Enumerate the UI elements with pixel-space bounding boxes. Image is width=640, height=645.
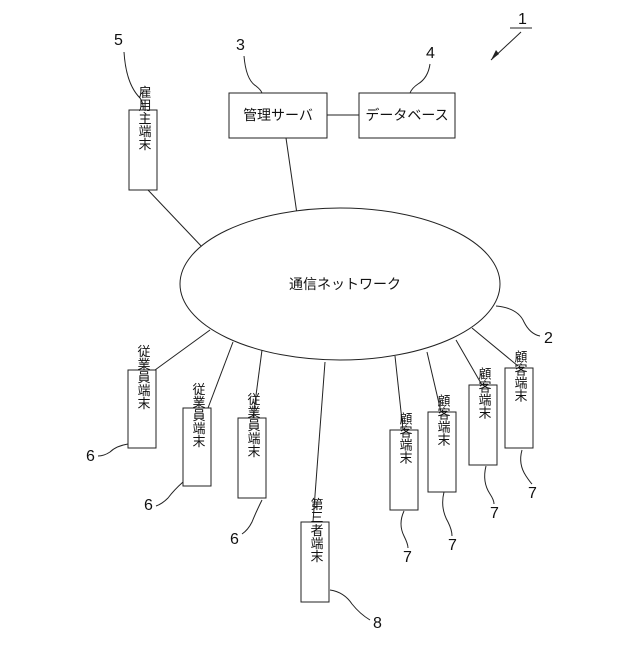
customer-terminal-1-label: 顧客端末: [397, 412, 413, 464]
employer-terminal-label: 雇用主端末: [136, 85, 152, 151]
terminal-customer-2: 顧客端末: [428, 394, 456, 492]
system-ref-arrow-head: [491, 50, 499, 60]
customer-terminal-3-label: 顧客端末: [476, 367, 492, 419]
ref-3: 3: [236, 37, 245, 54]
customer-terminal-4-label: 顧客端末: [512, 350, 528, 402]
employee-terminal-3-label: 従業員端末: [245, 393, 261, 458]
ref-7a: 7: [403, 549, 412, 566]
ref-7c: 7: [490, 505, 499, 522]
employee-terminal-2-label: 従業員端末: [190, 383, 206, 448]
system-ref: 1: [491, 11, 532, 60]
terminal-employee-3: 従業員端末: [238, 393, 266, 499]
leader-6b: [156, 482, 183, 506]
ref-8: 8: [373, 615, 382, 632]
leader-7c: [485, 466, 494, 504]
terminal-employee-2: 従業員端末: [183, 383, 211, 487]
network-label: 通信ネットワーク: [289, 277, 401, 293]
third-party-terminal-label: 第三者端末: [308, 498, 324, 563]
leader-7b: [443, 492, 452, 536]
terminal-customer-3: 顧客端末: [469, 367, 497, 465]
customer-terminal-2-label: 顧客端末: [435, 394, 451, 446]
ref-5: 5: [114, 32, 123, 49]
ref-4: 4: [426, 45, 435, 62]
link-employee-1: [155, 330, 210, 370]
terminal-customer-1: 顧客端末: [390, 412, 418, 510]
leader-7a: [401, 511, 408, 548]
ref-6b: 6: [144, 497, 153, 514]
leader-8: [330, 590, 370, 620]
ref-2: 2: [544, 330, 553, 347]
terminal-employer: 雇用主端末: [129, 85, 157, 190]
ref-7b: 7: [448, 537, 457, 554]
database-label: データベース: [365, 107, 448, 124]
ref-7d: 7: [528, 485, 537, 502]
database: データベース: [359, 93, 455, 138]
server-label: 管理サーバ: [243, 108, 313, 124]
management-server: 管理サーバ: [229, 93, 327, 138]
ref-6c: 6: [230, 531, 239, 548]
leader-3: [244, 56, 262, 93]
ref-6a: 6: [86, 448, 95, 465]
leader-6c: [242, 500, 262, 534]
link-employee-2: [208, 342, 233, 408]
link-employer-network: [148, 190, 203, 248]
leader-4: [410, 64, 430, 93]
leader-6a: [98, 444, 128, 456]
network: 通信ネットワーク: [180, 208, 500, 360]
terminal-employee-1: 従業員端末: [128, 345, 156, 449]
link-server-network: [286, 138, 297, 214]
terminal-third-party: 第三者端末: [301, 498, 329, 603]
leader-7d: [521, 450, 532, 484]
leader-2: [496, 306, 540, 336]
system-ref-number: 1: [518, 11, 527, 28]
terminal-customer-4: 顧客端末: [505, 350, 533, 448]
employee-terminal-1-label: 従業員端末: [135, 345, 151, 410]
